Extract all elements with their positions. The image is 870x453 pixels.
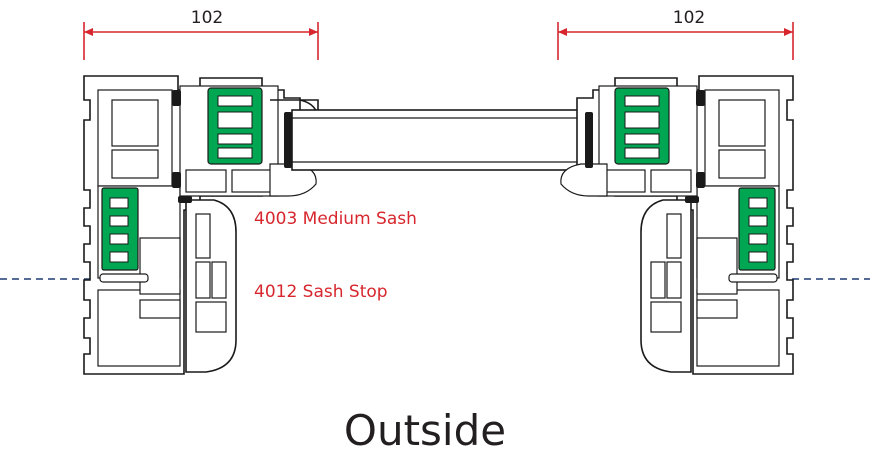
right-profile-assembly <box>560 75 794 375</box>
outside-label: Outside <box>344 406 506 453</box>
dimension-left-value: 102 <box>191 8 223 28</box>
dimension-left <box>83 22 319 60</box>
sash-stop-label: 4012 Sash Stop <box>254 282 388 302</box>
sash-label: 4003 Medium Sash <box>254 209 417 229</box>
glass-unit <box>291 109 581 171</box>
dimension-right-value: 102 <box>673 8 705 28</box>
left-profile-assembly <box>83 75 319 375</box>
dimension-right <box>557 22 794 60</box>
